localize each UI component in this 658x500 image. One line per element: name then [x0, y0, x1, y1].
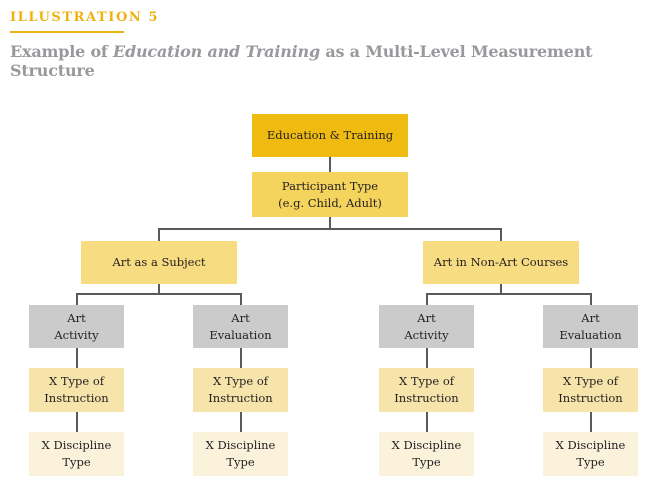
connector-line: [240, 412, 242, 432]
node-discipline-type: X Discipline Type: [29, 432, 124, 476]
node-art-evaluation: Art Evaluation: [193, 305, 288, 348]
node-type-of-instruction: X Type of Instruction: [193, 368, 288, 412]
title-suffix: as a Multi-Level Measurement Structure: [10, 42, 593, 80]
node-art-evaluation: Art Evaluation: [543, 305, 638, 348]
connector-line: [500, 228, 502, 241]
node-discipline-type: X Discipline Type: [543, 432, 638, 476]
node-art-activity: Art Activity: [379, 305, 474, 348]
connector-line: [158, 284, 160, 294]
node-discipline-type: X Discipline Type: [193, 432, 288, 476]
illustration-label: ILLUSTRATION 5: [10, 10, 160, 25]
connector-line: [329, 157, 331, 172]
node-participant-type: Participant Type (e.g. Child, Adult): [252, 172, 408, 217]
node-art-activity: Art Activity: [29, 305, 124, 348]
connector-line: [76, 293, 78, 305]
node-discipline-type: X Discipline Type: [379, 432, 474, 476]
connector-line: [76, 412, 78, 432]
connector-line: [76, 293, 241, 295]
node-art-as-a-subject: Art as a Subject: [81, 241, 237, 284]
connector-line: [590, 293, 592, 305]
node-type-of-instruction: X Type of Instruction: [543, 368, 638, 412]
connector-line: [426, 412, 428, 432]
title-prefix: Example of: [10, 42, 113, 61]
connector-line: [158, 228, 160, 241]
connector-line: [426, 348, 428, 368]
connector-line: [329, 217, 331, 229]
connector-line: [76, 348, 78, 368]
node-education-training: Education & Training: [252, 114, 408, 157]
connector-line: [158, 228, 501, 230]
node-art-in-non-art-courses: Art in Non-Art Courses: [423, 241, 579, 284]
connector-line: [240, 293, 242, 305]
figure-title: Example of Education and Training as a M…: [10, 42, 655, 80]
connector-line: [426, 293, 428, 305]
connector-line: [590, 412, 592, 432]
connector-line: [500, 284, 502, 294]
illustration-label-underline: [10, 31, 124, 33]
node-type-of-instruction: X Type of Instruction: [29, 368, 124, 412]
node-type-of-instruction: X Type of Instruction: [379, 368, 474, 412]
connector-line: [426, 293, 591, 295]
connector-line: [590, 348, 592, 368]
title-italic: Education and Training: [112, 42, 320, 61]
connector-line: [240, 348, 242, 368]
